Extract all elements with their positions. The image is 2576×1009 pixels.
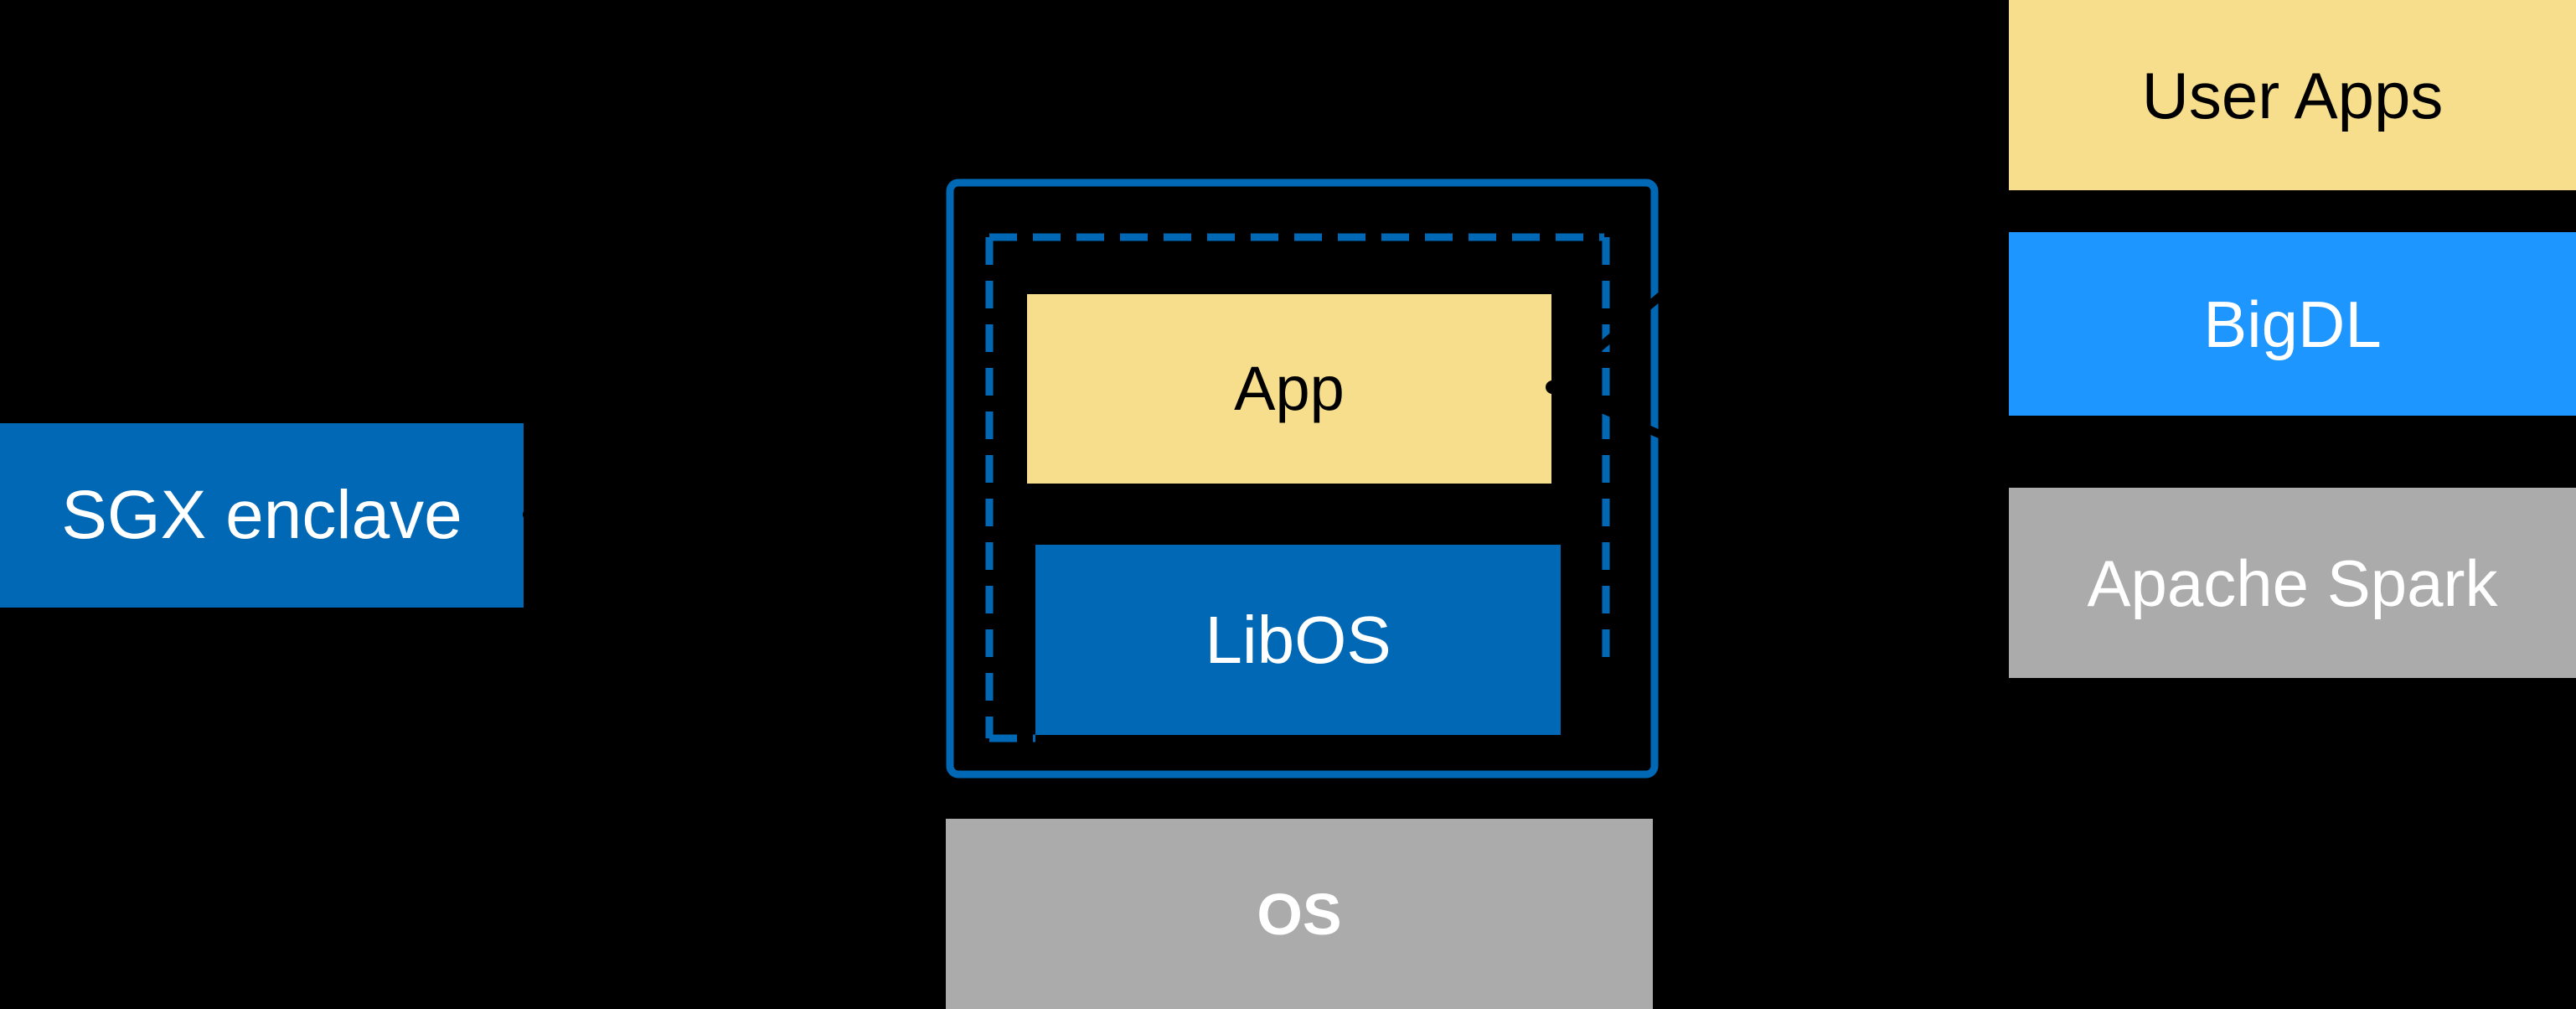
user-apps-label: User Apps xyxy=(2141,58,2444,132)
sgx-enclave-label: SGX enclave xyxy=(61,477,462,553)
arrow-endpoint-dot-sgx xyxy=(523,509,534,520)
sgx-enclave-box: SGX enclave xyxy=(0,423,524,608)
apache-spark-label: Apache Spark xyxy=(2087,546,2498,620)
bigdl-label: BigDL xyxy=(2203,287,2382,361)
bigdl-box: BigDL xyxy=(2009,232,2576,416)
arrow-user-apps-to-app xyxy=(1549,3,2007,391)
libos-box: LibOS xyxy=(1035,545,1561,735)
arrow-spark-to-app xyxy=(1550,383,2006,589)
apache-spark-box: Apache Spark xyxy=(2009,488,2576,678)
os-label: OS xyxy=(1257,881,1342,947)
app-box: App xyxy=(1027,294,1551,484)
user-apps-box: User Apps xyxy=(2009,0,2576,190)
libos-label: LibOS xyxy=(1205,602,1391,677)
os-box: OS xyxy=(946,819,1653,1009)
app-label: App xyxy=(1234,354,1345,423)
